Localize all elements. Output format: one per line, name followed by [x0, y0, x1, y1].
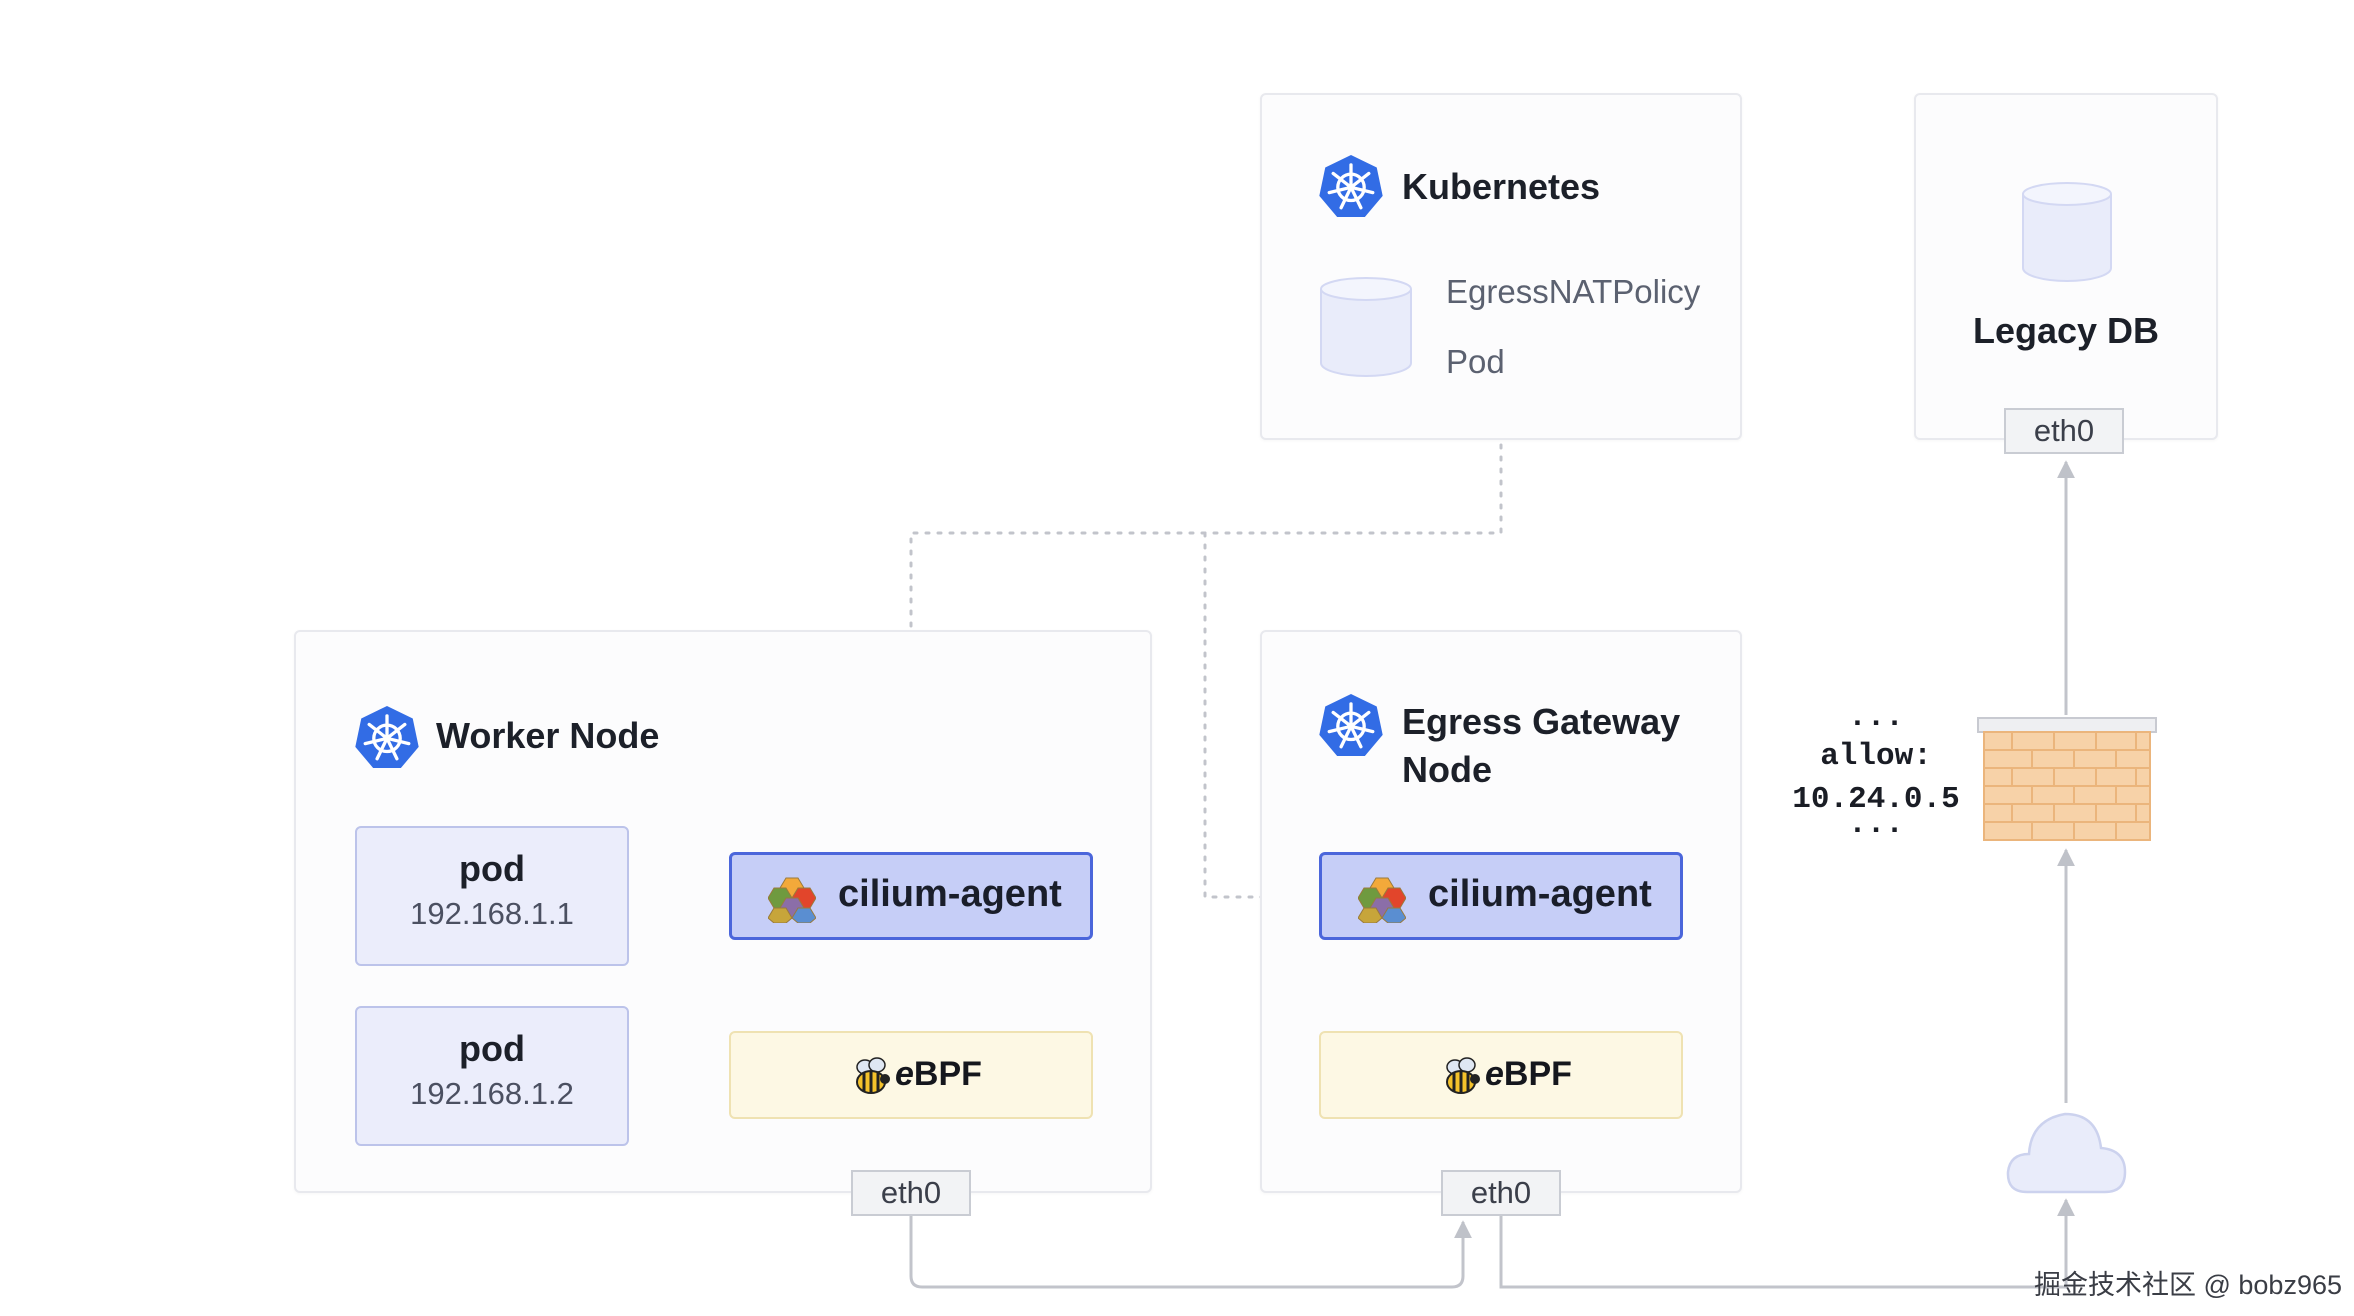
rule-ellipsis-top: ... [1848, 700, 1904, 735]
firewall-brick-icon [1977, 717, 2157, 841]
rule-ellipsis-bottom: ... [1848, 807, 1904, 842]
cilium-agent-label: cilium-agent [838, 873, 1062, 915]
egress-gateway-title-line2: Node [1402, 749, 1492, 790]
resource-pod: Pod [1446, 343, 1505, 380]
worker-ebpf-box: eBPF [729, 1031, 1093, 1119]
egress-eth0: eth0 [1441, 1170, 1561, 1216]
worker-node-title: Worker Node [436, 715, 660, 756]
kubernetes-helm-icon [1319, 693, 1383, 757]
egress-eth0-to-cloud-line [1499, 1198, 2075, 1289]
ebpf-label: eBPF [895, 1055, 982, 1093]
pod-card: pod 192.168.1.1 [355, 826, 629, 966]
rule-allow-ip: 10.24.0.5 [1792, 782, 1960, 817]
pod-card: pod 192.168.1.2 [355, 1006, 629, 1146]
cilium-hexagon-icon [1358, 877, 1406, 923]
legacy-db-eth0: eth0 [2004, 408, 2124, 454]
legacy-db-title: Legacy DB [1972, 310, 2160, 351]
ebpf-bee-icon [1446, 1057, 1480, 1094]
rule-allow-label: allow: [1820, 739, 1932, 774]
worker-eth0-to-egress-line [909, 1216, 1472, 1289]
kubernetes-panel: Kubernetes EgressNATPolicy Pod [1260, 93, 1742, 440]
legacy-db-panel: Legacy DB [1914, 93, 2218, 440]
egress-gateway-title-line1: Egress Gateway [1402, 701, 1681, 742]
ebpf-label: eBPF [1485, 1055, 1572, 1093]
cilium-hexagon-icon [768, 877, 816, 923]
worker-cilium-agent: cilium-agent [729, 852, 1093, 940]
egress-ebpf-box: eBPF [1319, 1031, 1683, 1119]
database-cylinder-icon [2022, 182, 2112, 282]
database-cylinder-icon [1320, 277, 1412, 377]
ebpf-bee-icon [856, 1057, 890, 1094]
watermark: 掘金技术社区 @ bobz965 [2033, 1270, 2342, 1300]
pod-label: pod [459, 848, 525, 889]
resource-egressnatpolicy: EgressNATPolicy [1446, 273, 1701, 310]
egress-cilium-agent: cilium-agent [1319, 852, 1683, 940]
firewall-rule: ... allow: 10.24.0.5 ... [1776, 700, 1976, 842]
pod-ip: 192.168.1.2 [410, 1076, 574, 1111]
kubernetes-helm-icon [355, 705, 419, 769]
pod-ip: 192.168.1.1 [410, 896, 574, 931]
cloud-icon [2006, 1112, 2127, 1194]
kubernetes-helm-icon [1319, 154, 1383, 218]
k8s-to-egress-agent-dotted [1203, 531, 1317, 906]
worker-eth0: eth0 [851, 1170, 971, 1216]
kubernetes-title: Kubernetes [1402, 166, 1601, 207]
cilium-agent-label: cilium-agent [1428, 873, 1652, 915]
pod-label: pod [459, 1028, 525, 1069]
